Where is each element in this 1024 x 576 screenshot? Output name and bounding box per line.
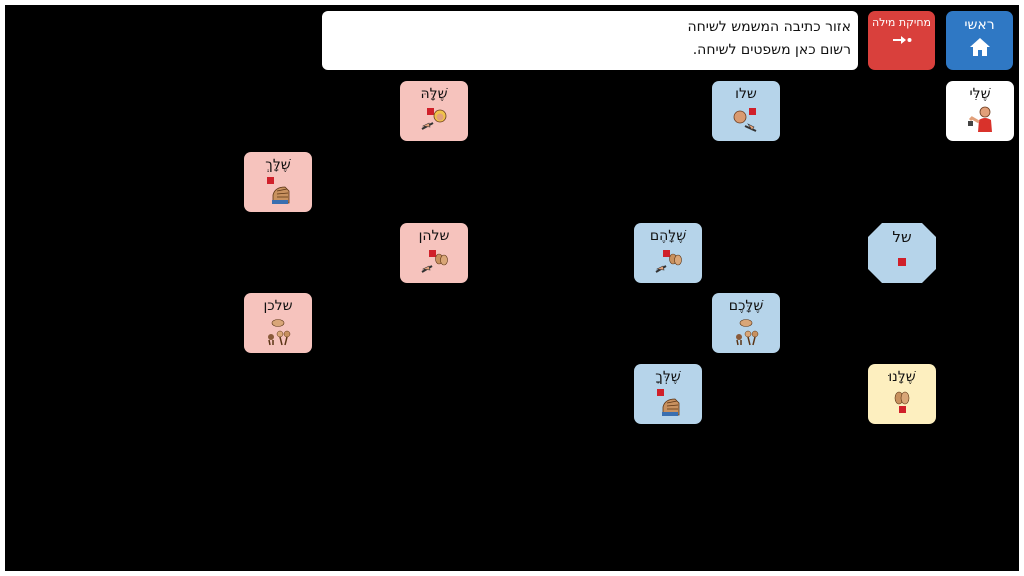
delete-word-button[interactable]: מחיקת מילה <box>868 11 935 70</box>
tile-label: שֶׁלָּהֶם <box>649 228 687 244</box>
tile-label: שֶׁלָּנוּ <box>888 369 916 385</box>
home-icon <box>969 38 990 56</box>
self-pointing-icon <box>968 106 992 132</box>
message-line-2: רשום כאן משפטים לשיחה. <box>692 42 851 58</box>
home-button[interactable]: ראשי <box>946 11 1013 70</box>
board-background <box>5 5 1019 571</box>
tile-shelo[interactable]: שלו <box>712 81 780 141</box>
tile-shelachen[interactable]: שלכן <box>244 293 312 353</box>
home-label: ראשי <box>964 17 995 33</box>
tile-label: שֶׁלִּי <box>969 86 991 102</box>
arrow-dot-icon <box>892 36 911 44</box>
tile-shel[interactable]: של <box>868 223 936 283</box>
tile-label: שלו <box>735 86 757 102</box>
message-area[interactable]: אזור כתיבה המשמש לשיחה רשום כאן משפטים ל… <box>322 11 858 70</box>
tile-label: שֶׁלָּהּ <box>420 86 448 102</box>
tile-shelachem[interactable]: שֶׁלָּכֶם <box>712 293 780 353</box>
tile-label: שֶׁלָּךְ <box>265 157 291 173</box>
tile-label: של <box>892 228 912 246</box>
tile-shelach[interactable]: שֶׁלָּךְ <box>244 152 312 212</box>
girl-pointing-icon <box>421 108 447 130</box>
group-pointing-icon <box>655 250 682 273</box>
delete-word-label: מחיקת מילה <box>871 16 932 29</box>
us-icon <box>894 391 910 413</box>
tile-shelahen[interactable]: שלהן <box>400 223 468 283</box>
group-hands-icon <box>736 319 759 346</box>
red-square-icon <box>898 258 906 266</box>
group-hands-icon <box>268 319 291 346</box>
hand-giving-icon <box>267 177 290 204</box>
hand-giving-icon <box>657 389 680 416</box>
tile-label: שלכן <box>263 298 293 314</box>
tile-label: שלהן <box>418 228 450 244</box>
tile-shelanu[interactable]: שֶׁלָּנוּ <box>868 364 936 424</box>
tile-shelahem[interactable]: שֶׁלָּהֶם <box>634 223 702 283</box>
boy-pointing-icon <box>733 108 757 132</box>
tile-label: שֶׁלְּךָ <box>655 369 681 385</box>
message-line-1: אזור כתיבה המשמש לשיחה <box>687 19 851 35</box>
tile-shela[interactable]: שֶׁלָּהּ <box>400 81 468 141</box>
group-pointing-icon <box>421 250 448 273</box>
tile-shelcha[interactable]: שֶׁלְּךָ <box>634 364 702 424</box>
tile-sheli[interactable]: שֶׁלִּי <box>946 81 1014 141</box>
tile-label: שֶׁלָּכֶם <box>728 298 764 314</box>
